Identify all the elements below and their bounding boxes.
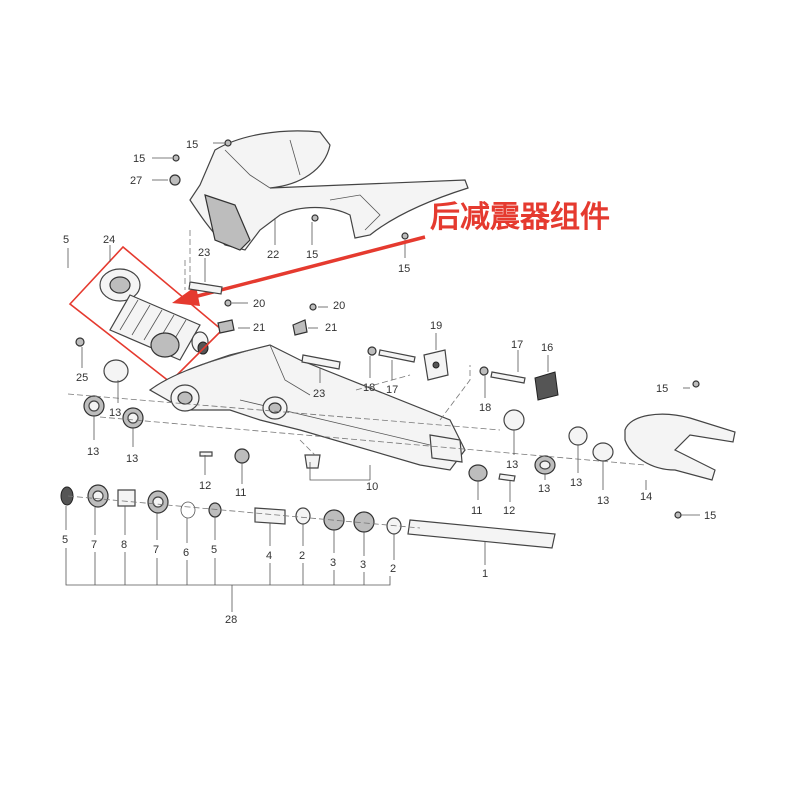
pivot-pins <box>188 281 341 370</box>
leader-lines <box>65 245 700 612</box>
label-13: 13 <box>126 453 138 465</box>
small-fasteners <box>217 299 317 336</box>
label-13: 13 <box>506 459 518 471</box>
label-21: 21 <box>325 322 337 334</box>
label-18: 18 <box>363 382 375 394</box>
chain-guide <box>624 380 736 519</box>
label-15: 15 <box>186 139 198 151</box>
label-7: 7 <box>91 539 97 551</box>
label-7: 7 <box>153 544 159 556</box>
label-17: 17 <box>511 339 523 351</box>
label-8: 8 <box>121 539 127 551</box>
label-23: 23 <box>313 388 325 400</box>
label-17: 17 <box>386 384 398 396</box>
label-22: 22 <box>267 249 279 261</box>
label-2: 2 <box>390 563 396 575</box>
label-10: 10 <box>366 481 378 493</box>
label-25: 25 <box>76 372 88 384</box>
label-15: 15 <box>306 249 318 261</box>
label-13: 13 <box>538 483 550 495</box>
label-5: 5 <box>211 544 217 556</box>
part-number-labels: 15 15 27 22 15 15 5 24 23 20 21 20 21 19… <box>62 139 716 626</box>
label-3: 3 <box>360 559 366 571</box>
label-28: 28 <box>225 614 237 626</box>
chain-adjuster-plates <box>423 349 559 401</box>
label-23: 23 <box>198 247 210 259</box>
label-20: 20 <box>333 300 345 312</box>
label-13: 13 <box>570 477 582 489</box>
label-12: 12 <box>503 505 515 517</box>
label-13: 13 <box>87 446 99 458</box>
label-19: 19 <box>430 320 442 332</box>
label-15: 15 <box>656 383 668 395</box>
label-5: 5 <box>63 234 69 246</box>
label-5: 5 <box>62 534 68 546</box>
label-16: 16 <box>541 342 553 354</box>
assembly-lines <box>67 230 646 529</box>
label-6: 6 <box>183 547 189 559</box>
label-15: 15 <box>704 510 716 522</box>
label-18: 18 <box>479 402 491 414</box>
label-4: 4 <box>266 550 272 562</box>
label-1: 1 <box>482 568 488 580</box>
label-13: 13 <box>109 407 121 419</box>
label-15: 15 <box>133 153 145 165</box>
label-2: 2 <box>299 550 305 562</box>
label-20: 20 <box>253 298 265 310</box>
swingarm <box>148 344 466 471</box>
label-24: 24 <box>103 234 115 246</box>
rear-fender-chain-guard <box>189 130 469 251</box>
label-21: 21 <box>253 322 265 334</box>
label-27: 27 <box>130 175 142 187</box>
fender-screws <box>152 139 409 258</box>
seals-bushings <box>75 337 614 482</box>
label-12: 12 <box>199 480 211 492</box>
rear-shock-assembly-callout: 后减震器组件 <box>430 200 610 235</box>
label-15: 15 <box>398 263 410 275</box>
adjuster-bolts <box>367 346 526 384</box>
label-11: 11 <box>471 505 482 517</box>
label-13: 13 <box>597 495 609 507</box>
label-3: 3 <box>330 557 336 569</box>
label-14: 14 <box>640 491 652 503</box>
label-11: 11 <box>235 487 246 499</box>
